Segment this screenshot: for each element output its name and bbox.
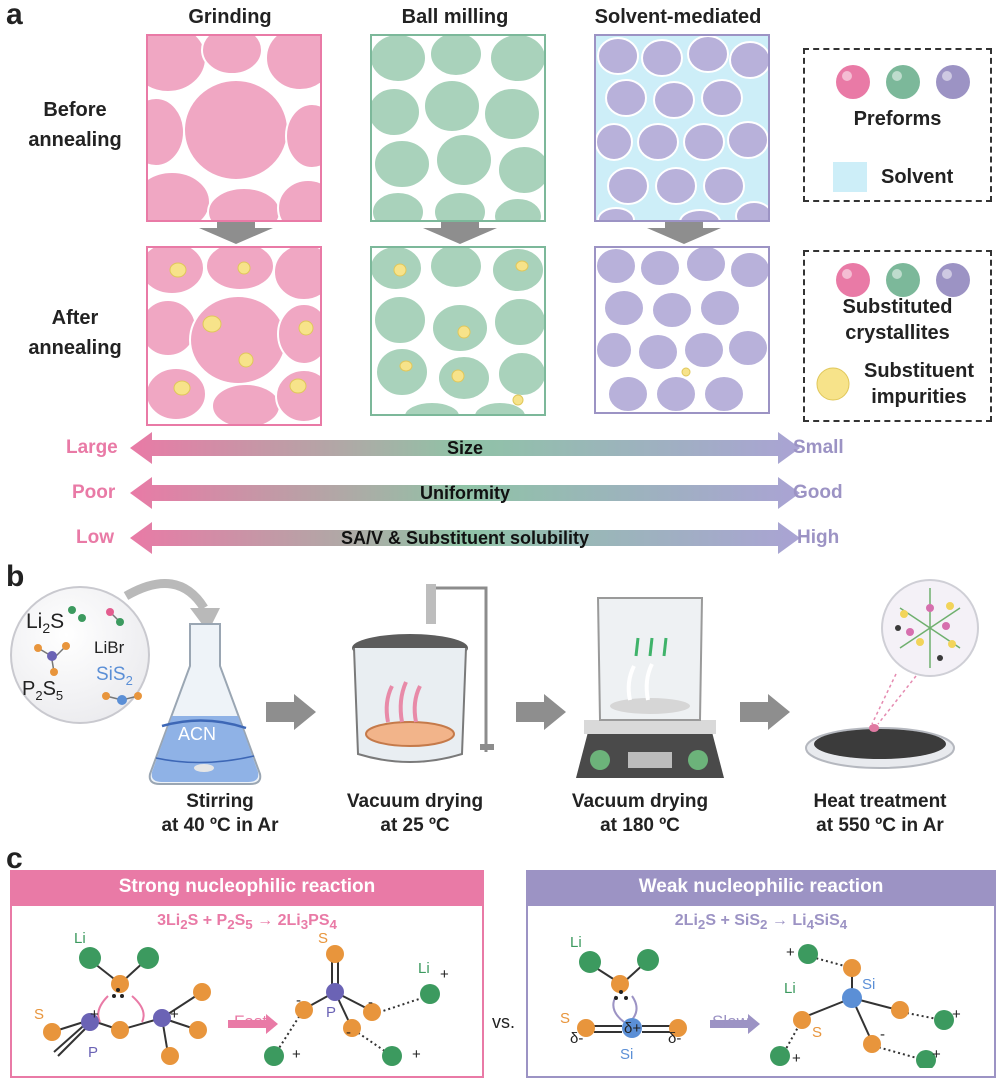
weak-li-label: Li — [570, 934, 582, 951]
ball-milling-after-box — [370, 246, 546, 416]
panel-b-letter: b — [6, 560, 25, 593]
strong-product-minus-1: - — [296, 992, 301, 1009]
weak-delta-minus-2: δ- — [668, 1030, 682, 1047]
weak-si-label: Si — [620, 1046, 634, 1063]
scale-arrows — [130, 432, 800, 554]
step-label-vacuum-25: Vacuum drying at 25 ºC — [346, 791, 484, 836]
solubility-left-label: Low — [76, 527, 114, 548]
weak-product-plus-2: + — [952, 1006, 961, 1023]
reagent-molecules-icon — [34, 606, 142, 705]
strong-plus-1: + — [90, 1006, 99, 1023]
solvent-mediated-before-box — [594, 34, 770, 222]
down-arrow-grinding — [199, 222, 273, 244]
panel-a-letter: a — [6, 0, 23, 31]
solubility-right-label: High — [797, 527, 840, 548]
strong-reaction-header: Strong nucleophilic reaction — [10, 870, 484, 904]
reagents-bubble: Li2S LiBr SiS2 P2S5 — [10, 586, 150, 724]
strong-product-p-label: P — [326, 1004, 337, 1021]
weak-product-minus: - — [880, 1026, 885, 1043]
weak-delta-minus-1: δ- — [570, 1030, 584, 1047]
weak-reaction-header: Weak nucleophilic reaction — [526, 870, 996, 904]
weak-delta-plus: δ+ — [624, 1020, 642, 1037]
strong-plus-2: + — [170, 1006, 179, 1023]
slow-label: Slow — [712, 1012, 749, 1031]
legend-preforms-solvent: Preforms Solvent — [803, 48, 992, 202]
preform-spheres-icon — [836, 65, 970, 99]
strong-product-minus-2: - — [368, 994, 373, 1011]
versus-label: vs. — [492, 1012, 516, 1032]
strong-product-li-label: Li — [418, 960, 430, 977]
legend-crystallites-impurities: Substituted crystallites Substituent imp… — [803, 250, 992, 422]
hotplate-beaker-icon — [576, 597, 724, 778]
size-right-label: Small — [793, 437, 844, 458]
strong-li-label: Li — [74, 930, 86, 947]
solubility-center-label: SA/V & Substituent solubility — [340, 528, 589, 548]
flask-icon — [148, 623, 262, 785]
step-arrow-3 — [740, 694, 790, 730]
strong-product-s-label: S — [318, 930, 329, 947]
solvent-mediated-after-box — [594, 246, 770, 414]
row-header-after-annealing: After annealing — [28, 307, 122, 359]
legend-substituted-label: Substituted crystallites — [842, 296, 953, 344]
down-arrow-solvent-mediated — [647, 222, 721, 244]
strong-product-plus-1: + — [440, 966, 449, 983]
column-header-solvent-mediated: Solvent-mediated — [594, 6, 762, 28]
heat-treatment-dish-icon — [805, 579, 979, 769]
step-arrow-2 — [516, 694, 566, 730]
uniformity-center-label: Uniformity — [420, 483, 510, 503]
weak-s-label: S — [560, 1010, 571, 1027]
step-label-heat-treatment: Heat treatment at 550 ºC in Ar — [813, 791, 947, 836]
weak-product-s-label: S — [812, 1024, 823, 1041]
size-left-label: Large — [66, 437, 118, 458]
weak-product-plus-3: + — [792, 1050, 801, 1067]
weak-product-plus-4: + — [932, 1046, 941, 1063]
weak-reaction-box — [526, 904, 996, 1078]
grinding-after-box — [146, 246, 322, 426]
weak-product-plus-1: + — [786, 944, 795, 961]
legend-preforms-label: Preforms — [853, 108, 942, 130]
strong-product-plus-2: + — [292, 1046, 301, 1063]
transfer-arrow-icon — [123, 579, 220, 632]
weak-reaction-molecules — [577, 944, 954, 1068]
strong-reaction-equation: 3Li2S + P2S5 → 2Li3PS4 — [157, 912, 337, 933]
reagent-libr: LiBr — [94, 638, 125, 657]
strong-s-label: S — [34, 1006, 45, 1023]
reagent-p2s5: P2S5 — [22, 678, 64, 703]
step-label-stirring: Stirring at 40 ºC in Ar — [161, 791, 279, 836]
column-header-ball-milling: Ball milling — [401, 6, 509, 28]
legend-solvent-label: Solvent — [881, 166, 954, 188]
strong-product-minus-3: - — [346, 1024, 351, 1041]
strong-reaction-molecules — [43, 945, 440, 1066]
strong-p-label: P — [88, 1044, 99, 1061]
weak-product-li-label: Li — [784, 980, 796, 997]
crystallite-spheres-icon — [836, 263, 970, 297]
column-header-grinding: Grinding — [188, 6, 272, 28]
reagent-sis2: SiS2 — [96, 664, 133, 688]
uniformity-left-label: Poor — [72, 482, 116, 503]
flask-solvent-label: ACN — [178, 724, 217, 744]
solvent-swatch — [833, 162, 867, 192]
impurity-sphere-icon — [816, 367, 850, 401]
panel-c-letter: c — [6, 842, 23, 875]
fast-label: Fast — [234, 1012, 268, 1031]
vacuum-chamber-icon — [352, 584, 494, 763]
grinding-before-box — [146, 34, 322, 222]
row-header-before-annealing: Before annealing — [28, 99, 122, 151]
strong-product-plus-3: + — [412, 1046, 421, 1063]
step-arrow-1 — [266, 694, 316, 730]
size-center-label: Size — [446, 438, 484, 458]
legend-impurities-label: Substituent impurities — [864, 360, 974, 408]
uniformity-right-label: Good — [793, 482, 843, 503]
down-arrow-ball-milling — [423, 222, 497, 244]
reagent-li2s: Li2S — [26, 610, 65, 637]
step-label-vacuum-180: Vacuum drying at 180 ºC — [571, 791, 709, 836]
weak-reaction-equation: 2Li2S + SiS2 → Li4SiS4 — [674, 912, 848, 933]
ball-milling-before-box — [370, 34, 546, 222]
weak-product-si-label: Si — [862, 976, 876, 993]
strong-reaction-box — [10, 904, 484, 1078]
